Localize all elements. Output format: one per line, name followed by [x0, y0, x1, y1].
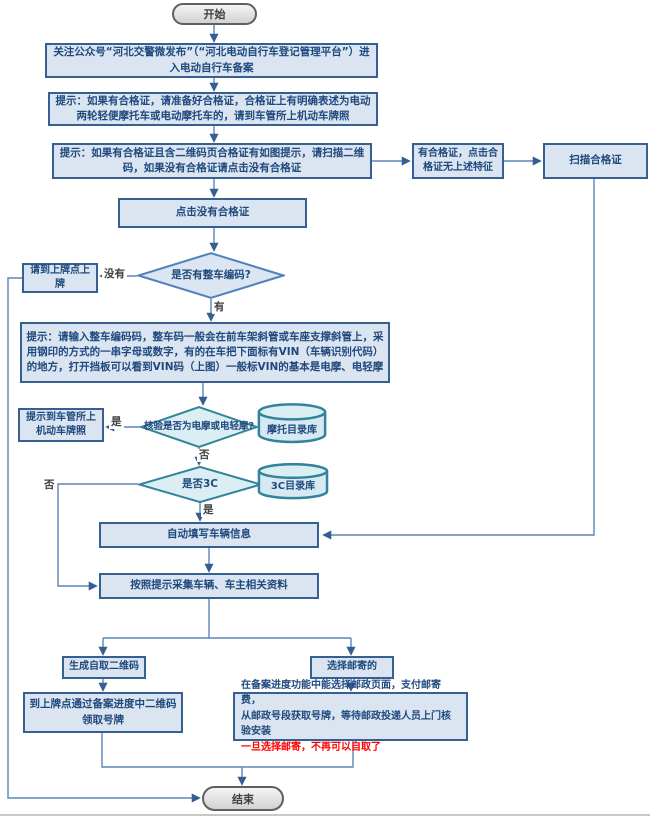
process-tip-dmv-plate: 提示到车管所上机动车牌照: [18, 408, 104, 442]
edge-label-has-code: 有: [212, 301, 227, 314]
process-scan-certificate: 扫描合格证: [543, 143, 648, 179]
postal-line-2: 从邮政号段获取号牌，等待邮政投递人员上门核验安装: [241, 710, 451, 738]
process-tip-input-vehicle-code: 提示：请输入整车编码码，整车码一般会在前车架斜管或车座支撑斜管上，采用钢印的方式…: [20, 322, 390, 383]
process-cert-without-feature: 有合格证，点击合格证无上述特征: [412, 143, 504, 179]
decision-is-electric-moto: 核验是否为电摩或电轻摩?: [140, 406, 258, 448]
decision-is-3c: 是否3C: [138, 466, 262, 503]
process-collect-owner-info: 按照提示采集车辆、车主相关资料: [99, 573, 319, 599]
edge-label-yes-moto: 是: [109, 416, 124, 429]
start-node: 开始: [172, 3, 257, 25]
process-pickup-plate-with-qr: 到上牌点通过备案进度中二维码领取号牌: [23, 692, 183, 733]
process-choose-mail: 选择邮寄的: [310, 656, 394, 679]
process-click-no-certificate: 点击没有合格证: [118, 198, 307, 228]
process-generate-pickup-qr: 生成自取二维码: [62, 656, 146, 679]
postal-line-1: 在备案进度功能中能选择邮政页面，支付邮寄费，: [241, 679, 441, 707]
decision-has-vehicle-code: 是否有整车编码?: [137, 252, 285, 299]
process-postal-detail: 在备案进度功能中能选择邮政页面，支付邮寄费， 从邮政号段获取号牌，等待邮政投递人…: [233, 680, 468, 753]
process-tip-has-certificate: 提示：如果有合格证，请准备好合格证，合格证上有明确表述为电动两轮轻便摩托车或电动…: [48, 92, 378, 126]
end-node: 结束: [202, 786, 284, 811]
postal-line-3-warning: 一旦选择邮寄，不再可以自取了: [241, 741, 381, 753]
process-follow-official-account: 关注公众号“河北交警微发布”（“河北电动自行车登记管理平台”）进入电动自行车备案: [45, 43, 378, 78]
edge-label-no-3c: 否: [42, 479, 57, 492]
edge-label-yes-3c: 是: [201, 504, 216, 517]
database-moto-catalog: 摩托目录库: [256, 403, 328, 444]
process-tip-qr-certificate: 提示：如果有合格证且含二维码页合格证有如图提示，请扫描二维码，如果没有合格证请点…: [52, 143, 372, 179]
database-3c-catalog: 3C目录库: [256, 463, 330, 500]
edge-label-no-moto: 否: [197, 449, 212, 462]
process-auto-fill-vehicle-info: 自动填写车辆信息: [99, 522, 319, 548]
process-go-plate-point: 请到上牌点上牌: [22, 263, 98, 293]
edge-label-no-code: 没有: [102, 268, 127, 281]
